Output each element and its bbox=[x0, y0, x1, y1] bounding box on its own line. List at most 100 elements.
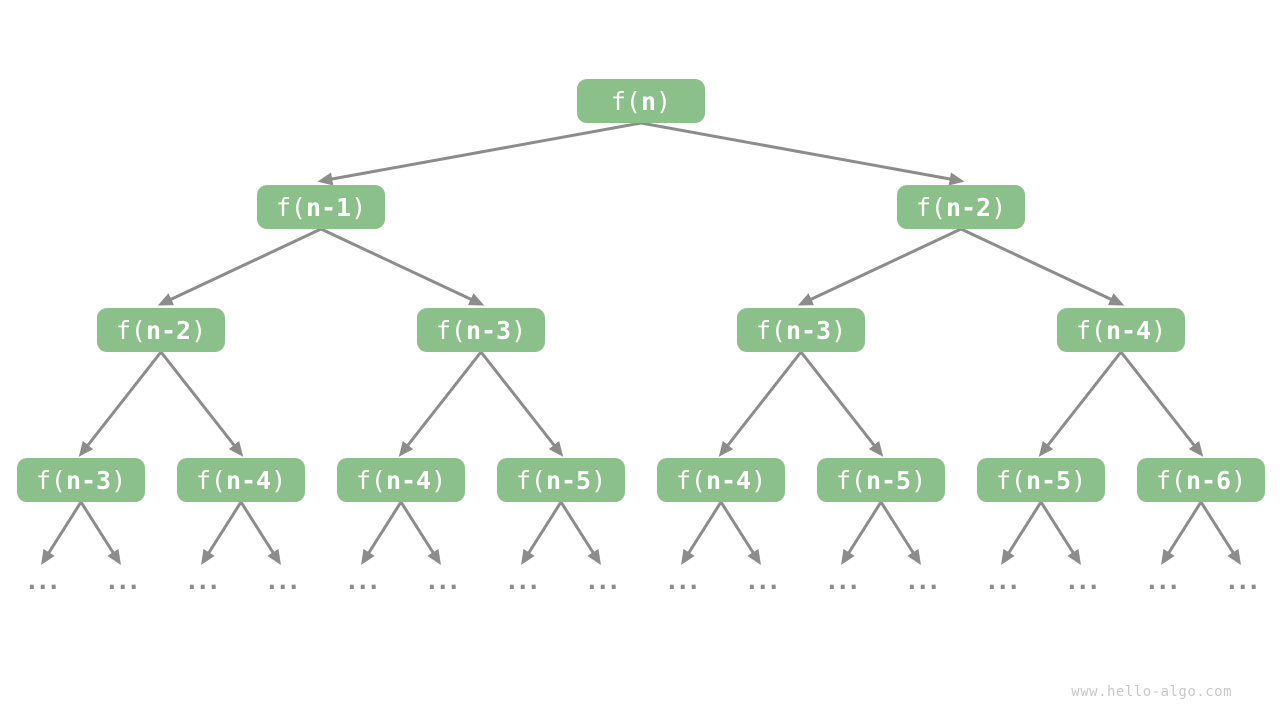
node-label-prefix: f( bbox=[195, 465, 226, 495]
tree-node: f(n-4) bbox=[337, 458, 465, 502]
edge-arrow bbox=[719, 501, 761, 566]
edge-arrow bbox=[320, 227, 485, 306]
ellipsis-leaf: ... bbox=[584, 567, 621, 595]
node-label-argument: n-3 bbox=[465, 315, 512, 345]
node-label-prefix: f( bbox=[995, 465, 1026, 495]
node-label-prefix: f( bbox=[115, 315, 146, 345]
node-label-prefix: f( bbox=[1075, 315, 1106, 345]
tree-node: f(n-3) bbox=[417, 308, 545, 352]
edge-arrow bbox=[79, 501, 121, 566]
node-label-suffix: ) bbox=[511, 315, 527, 345]
edge-arrow bbox=[640, 121, 965, 186]
ellipsis-leaf: ... bbox=[344, 567, 381, 595]
node-label-prefix: f( bbox=[1155, 465, 1186, 495]
ellipsis-leaf: ... bbox=[424, 567, 461, 595]
edge-arrow bbox=[1001, 501, 1043, 566]
edge-arrow bbox=[399, 501, 441, 566]
node-label-prefix: f( bbox=[675, 465, 706, 495]
ellipsis-leaf: ... bbox=[504, 567, 541, 595]
ellipsis-leaf: ... bbox=[264, 567, 301, 595]
tree-node: f(n-5) bbox=[817, 458, 945, 502]
ellipsis-leaf: ... bbox=[984, 567, 1021, 595]
node-label-argument: n-5 bbox=[1025, 465, 1072, 495]
ellipsis-leaf: ... bbox=[1064, 567, 1101, 595]
edge-arrow bbox=[797, 227, 962, 306]
edge-arrow bbox=[718, 351, 803, 457]
node-label-argument: n-5 bbox=[545, 465, 592, 495]
edge-arrow bbox=[479, 351, 564, 457]
node-label-prefix: f( bbox=[35, 465, 66, 495]
edge-arrow bbox=[521, 501, 563, 566]
edge-arrow bbox=[1199, 501, 1241, 566]
ellipsis-leaf: ... bbox=[104, 567, 141, 595]
edge-arrow bbox=[1161, 501, 1203, 566]
ellipsis-leaf: ... bbox=[1224, 567, 1261, 595]
node-label-suffix: ) bbox=[831, 315, 847, 345]
node-label-suffix: ) bbox=[991, 192, 1007, 222]
tree-node: f(n-4) bbox=[177, 458, 305, 502]
watermark: www.hello-algo.com bbox=[1071, 684, 1232, 700]
tree-node: f(n-4) bbox=[1057, 308, 1185, 352]
node-label-prefix: f( bbox=[355, 465, 386, 495]
node-label-argument: n-2 bbox=[145, 315, 192, 345]
ellipsis-leaf: ... bbox=[184, 567, 221, 595]
edge-arrow bbox=[960, 227, 1125, 306]
node-label-prefix: f( bbox=[835, 465, 866, 495]
edge-arrow bbox=[1119, 351, 1204, 457]
edge-arrow bbox=[239, 501, 281, 566]
node-label-prefix: f( bbox=[610, 86, 641, 116]
tree-node: f(n-2) bbox=[97, 308, 225, 352]
ellipsis-leaf: ... bbox=[824, 567, 861, 595]
node-label-suffix: ) bbox=[1071, 465, 1087, 495]
node-label-argument: n-5 bbox=[865, 465, 912, 495]
node-label-suffix: ) bbox=[351, 192, 367, 222]
node-label-argument: n-4 bbox=[385, 465, 432, 495]
node-label-prefix: f( bbox=[435, 315, 466, 345]
ellipsis-leaf: ... bbox=[664, 567, 701, 595]
tree-node: f(n-5) bbox=[497, 458, 625, 502]
node-label-prefix: f( bbox=[915, 192, 946, 222]
tree-node: f(n-4) bbox=[657, 458, 785, 502]
node-label-suffix: ) bbox=[111, 465, 127, 495]
ellipsis-leaf: ... bbox=[744, 567, 781, 595]
edge-arrow bbox=[41, 501, 83, 566]
node-label-suffix: ) bbox=[1151, 315, 1167, 345]
tree-node: f(n-6) bbox=[1137, 458, 1265, 502]
tree-node: f(n-3) bbox=[737, 308, 865, 352]
node-label-argument: n-6 bbox=[1185, 465, 1232, 495]
ellipsis-leaf: ... bbox=[1144, 567, 1181, 595]
tree-node: f(n-5) bbox=[977, 458, 1105, 502]
node-label-prefix: f( bbox=[755, 315, 786, 345]
node-label-argument: n-4 bbox=[705, 465, 752, 495]
edge-arrow bbox=[317, 121, 642, 186]
edge-arrow bbox=[361, 501, 403, 566]
node-label-argument: n-1 bbox=[305, 192, 352, 222]
node-label-suffix: ) bbox=[431, 465, 447, 495]
node-label-argument: n-2 bbox=[945, 192, 992, 222]
ellipsis-leaf: ... bbox=[24, 567, 61, 595]
node-label-suffix: ) bbox=[751, 465, 767, 495]
ellipsis-leaf: ... bbox=[904, 567, 941, 595]
tree-node: f(n-2) bbox=[897, 185, 1025, 229]
edge-arrow bbox=[1039, 501, 1081, 566]
node-label-argument: n-4 bbox=[1105, 315, 1152, 345]
edge-arrow bbox=[1038, 351, 1123, 457]
edge-arrow bbox=[841, 501, 883, 566]
node-label-suffix: ) bbox=[1231, 465, 1247, 495]
node-label-argument: n-4 bbox=[225, 465, 272, 495]
node-label-suffix: ) bbox=[271, 465, 287, 495]
edge-arrow bbox=[157, 227, 322, 306]
edge-arrow bbox=[78, 351, 163, 457]
edge-arrow bbox=[681, 501, 723, 566]
edge-arrow bbox=[201, 501, 243, 566]
node-label-suffix: ) bbox=[911, 465, 927, 495]
edge-arrow bbox=[398, 351, 483, 457]
node-label-suffix: ) bbox=[591, 465, 607, 495]
node-label-suffix: ) bbox=[656, 86, 672, 116]
edge-arrow bbox=[799, 351, 884, 457]
node-label-suffix: ) bbox=[191, 315, 207, 345]
edge-arrow bbox=[879, 501, 921, 566]
tree-node: f(n-1) bbox=[257, 185, 385, 229]
